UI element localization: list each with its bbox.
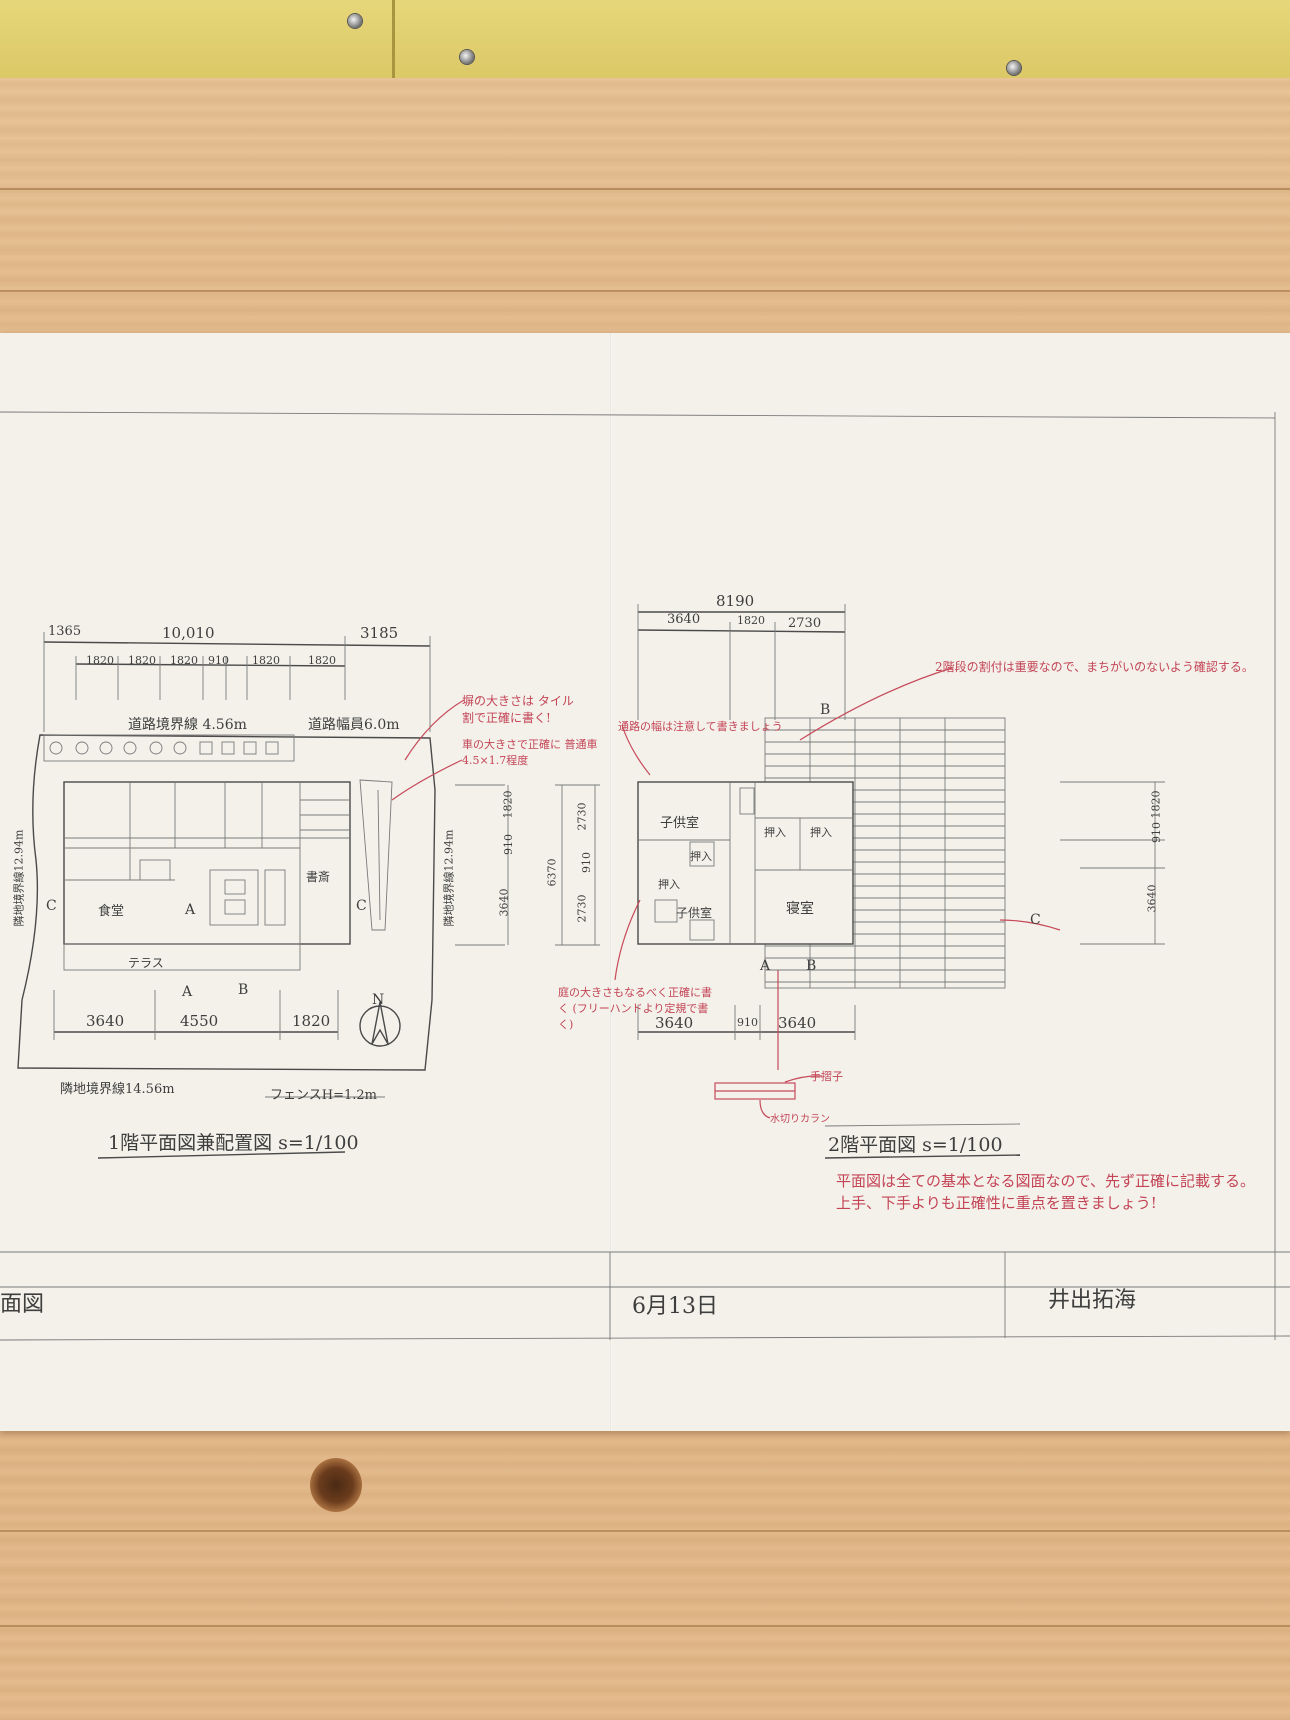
- dim-bottom-1: 3640: [86, 1012, 125, 1030]
- dim-grid-5: 1820: [252, 654, 280, 667]
- storage-2: 押入: [810, 826, 832, 839]
- note-partition: 通路の幅は注意して書きましょう: [618, 720, 783, 733]
- dining-label: 食堂: [98, 904, 125, 919]
- note-yard: 庭の大きさもなるべく正確に書く (フリーハンドより定規で書く): [558, 986, 712, 1031]
- dim2-top-1: 3640: [667, 612, 701, 627]
- kids-room-2: 子供室: [676, 906, 713, 920]
- drawing-name-cell: 面図: [0, 1292, 45, 1317]
- note-bottom-1: 平面図は全ての基本となる図面なので、先ず正確に記載する。: [836, 1172, 1255, 1190]
- dim-grid-4: 910: [208, 654, 229, 667]
- marker2-b-top: B: [820, 702, 831, 718]
- dim2-right-3: 3640: [1145, 884, 1159, 913]
- storage-1: 押入: [764, 826, 786, 839]
- marker-a-1: A: [185, 902, 196, 918]
- red-annotations: [391, 667, 1061, 1119]
- dim2-bottom-2: 910: [737, 1016, 758, 1029]
- road-boundary-label: 道路境界線 4.56m: [128, 717, 247, 733]
- dim2-top-2: 1820: [737, 614, 765, 627]
- kids-room-1: 子供室: [660, 816, 700, 831]
- plank-seam: [0, 188, 1290, 190]
- marker2-c: C: [1030, 912, 1041, 928]
- dim-bottom-3: 1820: [292, 1012, 331, 1030]
- screw: [348, 14, 362, 28]
- dim-mid-3: 3640: [497, 888, 511, 917]
- dim2-top-total: 8190: [716, 592, 755, 610]
- dim-top-1: 1365: [48, 624, 82, 639]
- date-cell: 6月13日: [632, 1294, 718, 1319]
- dim-top-3: 3185: [360, 624, 399, 642]
- marker-c-2: C: [356, 898, 367, 914]
- dim-left-2: 910: [580, 852, 593, 873]
- dim2-right-2: 910: [1150, 822, 1163, 843]
- board-seam: [392, 0, 395, 82]
- dim-grid-6: 1820: [308, 654, 336, 667]
- plan2-title: 2階平面図 s=1/100: [828, 1134, 1003, 1156]
- marker2-a: A: [760, 958, 771, 974]
- neighbor-left-label: 隣地境界線12.94m: [12, 829, 26, 927]
- bedroom-label: 寝室: [786, 901, 814, 917]
- screw: [1007, 61, 1021, 75]
- dim-mid-2: 910: [502, 834, 515, 855]
- storage-3: 押入: [690, 850, 712, 863]
- marker2-b: B: [806, 958, 817, 974]
- neighbor-bottom-label: 隣地境界線14.56m: [60, 1082, 175, 1097]
- north-label: N: [372, 992, 385, 1008]
- road-width-label: 道路幅員6.0m: [308, 717, 400, 733]
- fence-label: フェンスH=1.2m: [270, 1088, 377, 1103]
- student-name-cell: 井出拓海: [1048, 1288, 1137, 1313]
- dim-grid-2: 1820: [128, 654, 156, 667]
- dim-left-1: 2730: [575, 802, 589, 831]
- screw: [460, 50, 474, 64]
- second-floor-plan: [637, 604, 1165, 1159]
- plank-seam: [0, 1530, 1290, 1532]
- wood-knot: [310, 1458, 362, 1512]
- marker-c-1: C: [46, 898, 57, 914]
- plank-seam: [0, 290, 1290, 292]
- dim2-right-1: 1820: [1149, 790, 1163, 819]
- neighbor-right-label: 隣地境界線12.94m: [442, 829, 456, 927]
- note-planter: 水切りカラン: [770, 1114, 830, 1125]
- note-bottom-2: 上手、下手よりも正確性に重点を置きましょう!: [836, 1194, 1157, 1212]
- dim2-bottom-3: 3640: [778, 1014, 817, 1032]
- title-block: [0, 1251, 1290, 1341]
- first-floor-plan: [17, 632, 436, 1159]
- dim-left-3: 2730: [575, 894, 589, 923]
- dim-bottom-2: 4550: [180, 1012, 219, 1030]
- dim-mid-1: 1820: [501, 790, 515, 819]
- dim2-top-3: 2730: [788, 616, 822, 631]
- plan1-title: 1階平面図兼配置図 s=1/100: [108, 1132, 359, 1154]
- note-car-size: 車の大きさで正確に 普通車4.5×1.7程度: [462, 738, 598, 767]
- dim-grid-3: 1820: [170, 654, 198, 667]
- dim2-bottom-1: 3640: [655, 1014, 694, 1032]
- dim-top-2: 10,010: [162, 624, 215, 642]
- note-wall-size: 塀の大きさは タイル割で正確に書く!: [462, 694, 574, 725]
- dim-left-total: 6370: [545, 858, 559, 887]
- paper-fold: [610, 333, 612, 1431]
- marker-a-2: A: [182, 984, 193, 1000]
- roof-hatch: [764, 717, 1006, 989]
- note-railing: 手摺子: [810, 1070, 843, 1083]
- terrace-label: テラス: [128, 956, 164, 970]
- plank-seam: [0, 1625, 1290, 1627]
- note-stairs: 2階段の割付は重要なので、まちがいのないよう確認する。: [935, 660, 1254, 674]
- storage-4: 押入: [658, 878, 680, 891]
- middle-dimensions: [455, 784, 600, 946]
- study-label: 書斎: [306, 870, 331, 884]
- dim-grid-1: 1820: [86, 654, 114, 667]
- marker-b-1: B: [238, 982, 249, 998]
- sheet-border-top: [0, 411, 1276, 419]
